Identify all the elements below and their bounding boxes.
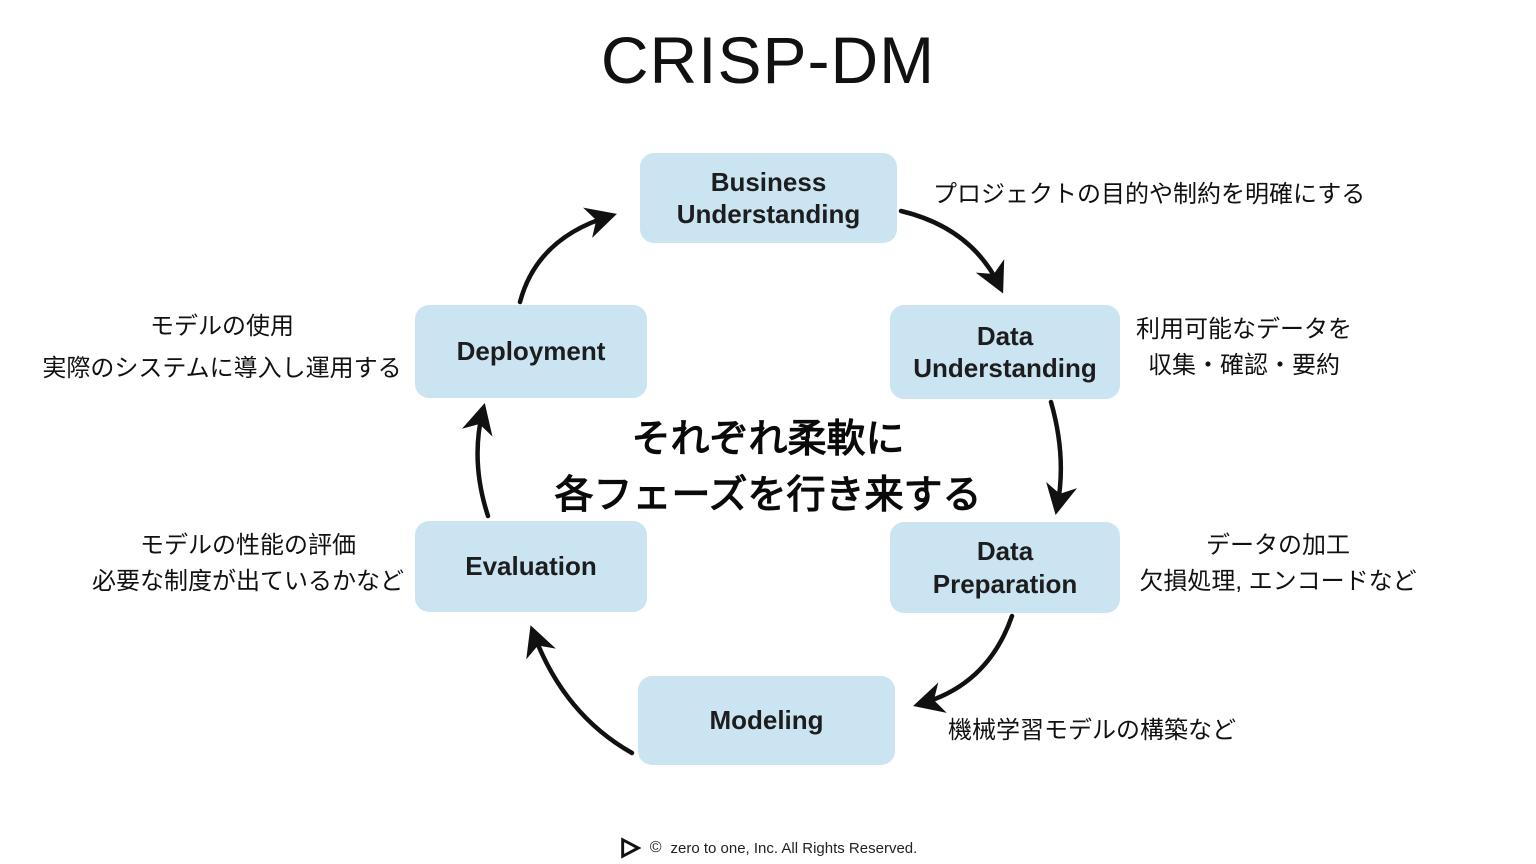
play-triangle-logo-icon (620, 837, 641, 859)
phase-label-line: Data (976, 320, 1034, 351)
phase-box-modeling: Modeling (638, 676, 895, 765)
phase-box-deployment: Deployment (415, 305, 647, 398)
annotation-data-understanding: 利用可能なデータを 収集・確認・要約 (1126, 312, 1362, 384)
annotation-line: 欠損処理, エンコードなど (1139, 568, 1417, 595)
arrow-data-preparation-to-modeling (913, 613, 1015, 713)
annotation-line: 利用可能なデータを (1136, 316, 1352, 343)
annotation-business-understanding: プロジェクトの目的や制約を明確にする (933, 177, 1378, 213)
phase-label-line: Business (710, 166, 827, 197)
phase-label-line: Evaluation (465, 551, 597, 582)
arrow-modeling-to-evaluation (526, 625, 635, 756)
annotation-line: プロジェクトの目的や制約を明確にする (933, 181, 1366, 208)
page-title: CRISP-DM (600, 23, 936, 97)
arrow-data-understanding-to-data-preparation (1046, 399, 1078, 516)
phase-box-evaluation: Evaluation (415, 521, 647, 612)
annotation-line: モデルの使用 (150, 313, 294, 340)
annotation-line: 実際のシステムに導入し運用する (42, 355, 402, 382)
phase-box-data-preparation: Data Preparation (890, 522, 1120, 613)
phase-label-line: Modeling (709, 705, 824, 736)
phase-label-line: Understanding (913, 353, 1097, 383)
annotation-evaluation: モデルの性能の評価 必要な制度が出ているかなど (83, 528, 413, 600)
phase-label-line: Understanding (676, 199, 861, 229)
phase-label-line: Preparation (932, 568, 1078, 599)
copyright-text: zero to one, Inc. All Rights Reserved. (670, 839, 918, 857)
copyright-symbol: © (649, 839, 662, 856)
arrow-deployment-to-business (517, 207, 617, 305)
annotation-data-preparation: データの加工 欠損処理, エンコードなど (1130, 528, 1426, 600)
annotation-line: データの加工 (1206, 532, 1350, 559)
center-note-line: 各フェーズを行き来する (554, 474, 982, 517)
arrow-business-to-data-understanding (898, 208, 1005, 294)
phase-box-data-understanding: Data Understanding (890, 305, 1120, 399)
annotation-modeling: 機械学習モデルの構築など (948, 713, 1258, 749)
phase-label-line: Data (976, 536, 1034, 566)
annotation-line: 必要な制度が出ているかなど (92, 568, 404, 595)
annotation-line: 収集・確認・要約 (1148, 352, 1340, 379)
center-note: それぞれ柔軟に 各フェーズを行き来する (0, 412, 1536, 524)
phase-label-line: Deployment (456, 336, 606, 367)
annotation-line: モデルの性能の評価 (140, 532, 356, 559)
phase-box-business-understanding: Business Understanding (640, 153, 897, 243)
annotation-deployment: モデルの使用 実際のシステムに導入し運用する (38, 306, 406, 390)
arrow-evaluation-to-deployment (461, 403, 493, 519)
center-note-line: それぞれ柔軟に (631, 418, 905, 461)
footer: © zero to one, Inc. All Rights Reserved. (0, 837, 1536, 859)
annotation-line: 機械学習モデルの構築など (948, 717, 1236, 744)
